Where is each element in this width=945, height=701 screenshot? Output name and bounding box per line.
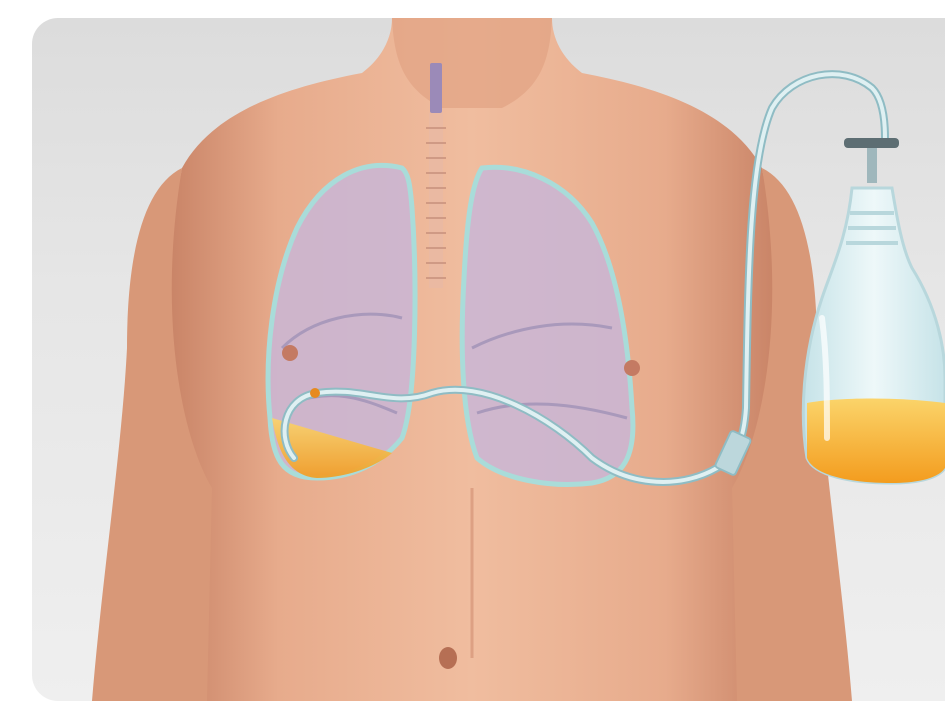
- insertion-point: [310, 388, 320, 398]
- trachea-top: [430, 63, 442, 113]
- collection-bottle: [803, 138, 945, 483]
- navel: [439, 647, 457, 669]
- right-nipple: [624, 360, 640, 376]
- trachea: [429, 113, 443, 288]
- chest-drain-scene: [32, 18, 945, 701]
- illustration-frame: [32, 18, 945, 701]
- left-nipple: [282, 345, 298, 361]
